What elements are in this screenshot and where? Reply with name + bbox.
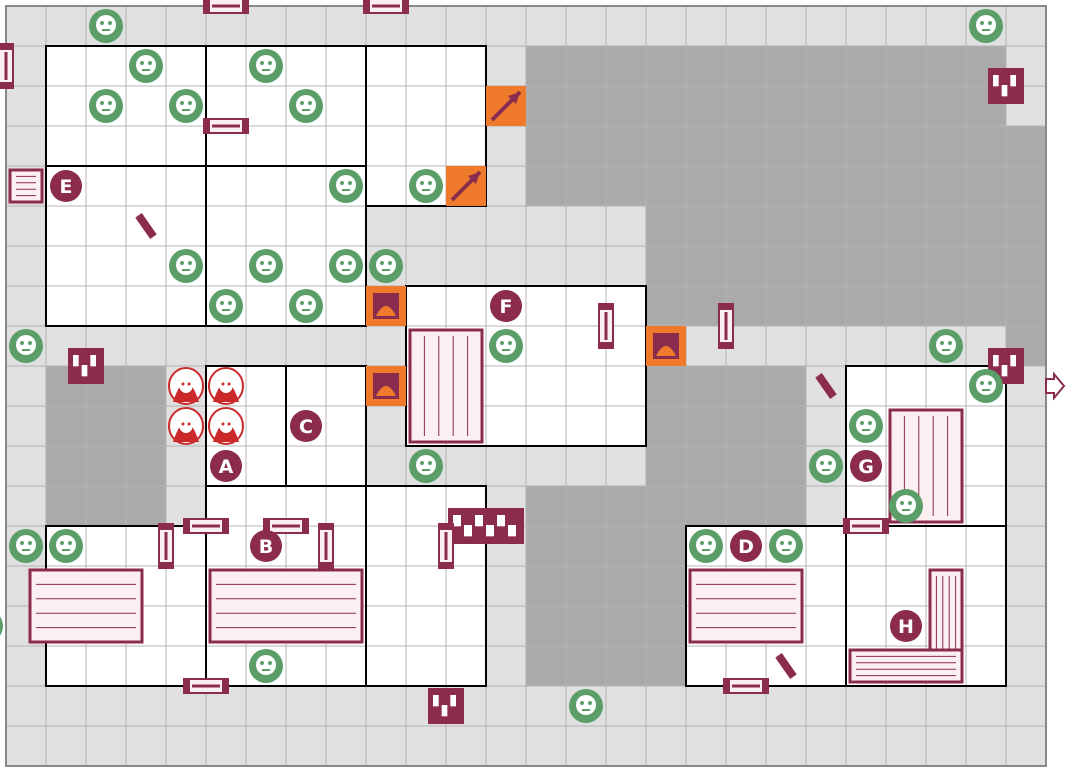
- fimir-icon[interactable]: [409, 169, 443, 203]
- room-label-h[interactable]: H: [890, 610, 922, 642]
- room-label-f[interactable]: F: [490, 290, 522, 322]
- secret-door-icon: [135, 213, 157, 239]
- orc-icon[interactable]: [89, 89, 123, 123]
- orc-icon[interactable]: [209, 289, 243, 323]
- room-label-text: F: [500, 296, 513, 318]
- door-icon: [718, 303, 734, 349]
- room-labels-layer: A B C D E F G H: [50, 170, 922, 642]
- pit-trap-icon: [366, 286, 406, 326]
- room-label-text: G: [858, 456, 874, 478]
- pit-trap-icon: [366, 366, 406, 406]
- goblin-icon[interactable]: [569, 689, 603, 723]
- orc-icon[interactable]: [249, 249, 283, 283]
- table-icon: [208, 568, 364, 644]
- orc-icon[interactable]: [249, 49, 283, 83]
- room-wall: [205, 165, 367, 327]
- goblin-icon[interactable]: [769, 529, 803, 563]
- room-wall: [365, 485, 487, 687]
- goblin-icon[interactable]: [89, 9, 123, 43]
- room-label-e[interactable]: E: [50, 170, 82, 202]
- exit-arrow-icon[interactable]: [1045, 371, 1066, 401]
- orc-icon[interactable]: [409, 449, 443, 483]
- door-icon: [363, 0, 409, 14]
- door-icon: [183, 678, 229, 694]
- room-label-text: D: [738, 536, 754, 558]
- alchemist-bench-icon: [408, 328, 484, 444]
- door-icon: [203, 0, 249, 14]
- rubble-icon: [428, 688, 464, 724]
- room-label-text: B: [259, 536, 273, 558]
- door-icon: [0, 43, 14, 89]
- rubble-icon: [988, 68, 1024, 104]
- goblin-icon[interactable]: [9, 529, 43, 563]
- traps-layer: [366, 86, 686, 406]
- spear-trap-icon: [486, 86, 526, 126]
- dwarf-icon[interactable]: [208, 367, 244, 405]
- spider-icon[interactable]: [969, 9, 1003, 43]
- rack-icon: [28, 568, 144, 644]
- orc-icon[interactable]: [129, 49, 163, 83]
- room-label-text: C: [299, 416, 313, 438]
- orc-icon[interactable]: [169, 89, 203, 123]
- goblin-icon[interactable]: [329, 249, 363, 283]
- pit-trap-icon: [646, 326, 686, 366]
- fimir-icon[interactable]: [329, 169, 363, 203]
- secret-door-icon: [775, 653, 797, 679]
- room-label-text: E: [60, 176, 73, 198]
- elf-icon[interactable]: [168, 407, 204, 445]
- skeleton-icon[interactable]: [809, 449, 843, 483]
- room-label-c[interactable]: C: [290, 410, 322, 442]
- orc-icon[interactable]: [369, 249, 403, 283]
- room-walls: [45, 45, 1007, 687]
- door-icon: [263, 518, 309, 534]
- door-icon: [158, 523, 174, 569]
- door-icon: [843, 518, 889, 534]
- tomb-icon: [848, 648, 964, 684]
- orc-icon[interactable]: [289, 89, 323, 123]
- door-icon: [438, 523, 454, 569]
- solid-rock-block: [646, 206, 1006, 326]
- fimir-icon[interactable]: [249, 649, 283, 683]
- room-label-text: H: [898, 616, 914, 638]
- secret-door-icon: [815, 373, 837, 399]
- gargoyle-icon[interactable]: [969, 369, 1003, 403]
- room-label-d[interactable]: D: [730, 530, 762, 562]
- skeleton-icon[interactable]: [929, 329, 963, 363]
- room-label-b[interactable]: B: [250, 530, 282, 562]
- table-icon: [688, 568, 804, 644]
- zombie-icon[interactable]: [849, 409, 883, 443]
- wizard-icon[interactable]: [208, 407, 244, 445]
- door-icon: [318, 523, 334, 569]
- door-icon: [183, 518, 229, 534]
- furniture-layer: [8, 68, 1024, 724]
- room-label-a[interactable]: A: [210, 450, 242, 482]
- cupboard-icon: [8, 168, 44, 204]
- orc-icon[interactable]: [289, 289, 323, 323]
- rubble-icon: [68, 348, 104, 384]
- goblin-icon[interactable]: [49, 529, 83, 563]
- door-icon: [598, 303, 614, 349]
- room-label-g[interactable]: G: [850, 450, 882, 482]
- door-icon: [723, 678, 769, 694]
- skeleton-icon[interactable]: [889, 489, 923, 523]
- orc-icon[interactable]: [9, 329, 43, 363]
- door-icon: [203, 118, 249, 134]
- heroes-layer: [168, 367, 244, 445]
- monsters-layer: [0, 9, 1003, 723]
- barbarian-icon[interactable]: [168, 367, 204, 405]
- goblin-icon[interactable]: [689, 529, 723, 563]
- exit-layer: [1045, 371, 1066, 401]
- chaos-sorcerer-icon[interactable]: [489, 329, 523, 363]
- goblin-icon[interactable]: [0, 609, 3, 643]
- room-label-text: A: [219, 456, 234, 478]
- rubble-icon: [448, 508, 524, 544]
- doors-layer: [0, 0, 889, 694]
- orc-icon[interactable]: [169, 249, 203, 283]
- spear-trap-icon: [446, 166, 486, 206]
- room-wall: [845, 525, 1007, 687]
